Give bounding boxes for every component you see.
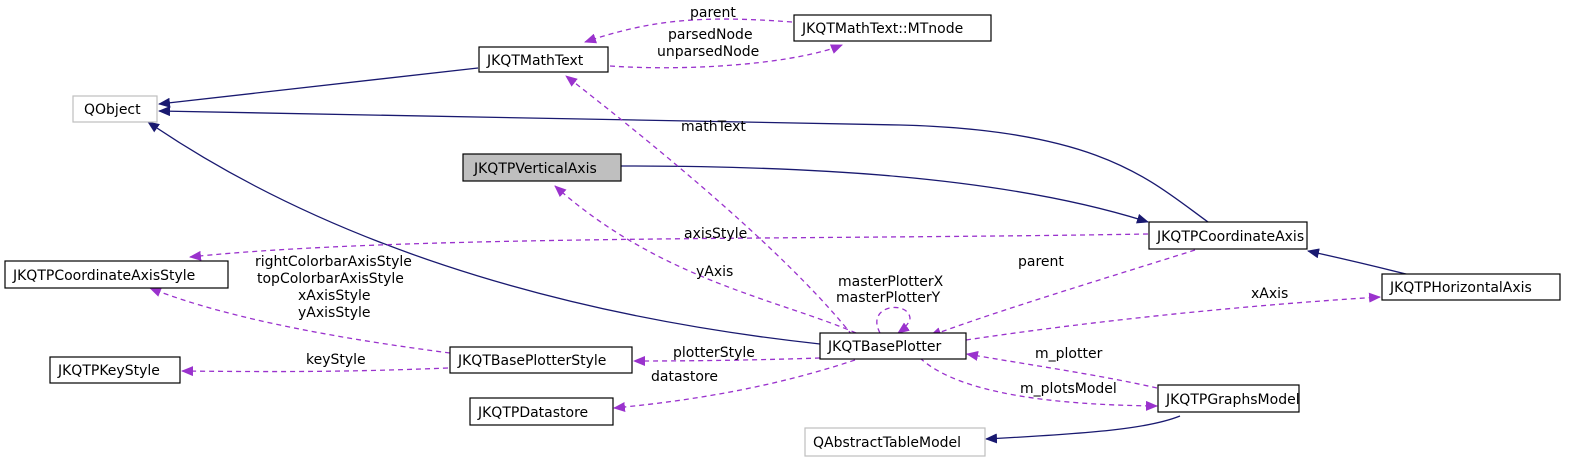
node-jkqtbaseplotter[interactable]: JKQTBasePlotter: [819, 332, 967, 360]
label-yaxisstyle: yAxisStyle: [298, 305, 371, 321]
label-xaxisstyle: xAxisStyle: [298, 288, 371, 304]
label-parsednode: parsedNode: [668, 27, 753, 43]
node-qabstracttablemodel-label: QAbstractTableModel: [813, 435, 961, 451]
label-plotterstyle: plotterStyle: [673, 345, 755, 361]
label-unparsednode: unparsedNode: [657, 44, 759, 60]
edge-mathtext-to-qobject: [158, 67, 479, 108]
edge-baseplotter-mathtext: [565, 75, 853, 336]
label-mplotter: m_plotter: [1035, 346, 1103, 362]
edge-baseplotter-mplotsmodel-graphsmodel: [919, 357, 1158, 411]
edge-coordinateaxis-parent-baseplotter: [929, 249, 1196, 337]
edge-baseplotterstyle-coordinateaxisstyle: [149, 287, 451, 354]
node-jkqtmathtext-mtnode[interactable]: JKQTMathText::MTnode: [793, 14, 992, 42]
node-jkqtpgraphsmodel[interactable]: JKQTPGraphsModel: [1157, 384, 1300, 413]
edge-graphsmodel-to-abstracttablemodel: [985, 415, 1181, 444]
node-jkqtbaseplotter-label: JKQTBasePlotter: [827, 339, 941, 355]
label-axisstyle: axisStyle: [684, 226, 747, 242]
edge-coordinateaxis-axisstyle: [189, 233, 1149, 261]
usage-edges: [149, 18, 1381, 412]
label-mplotsmodel: m_plotsModel: [1020, 381, 1117, 397]
node-qabstracttablemodel[interactable]: QAbstractTableModel: [804, 427, 986, 457]
node-jkqtphorizontalaxis[interactable]: JKQTPHorizontalAxis: [1381, 273, 1561, 301]
node-jkqtmathtext-mtnode-label: JKQTMathText::MTnode: [801, 21, 963, 37]
label-yaxis: yAxis: [696, 264, 733, 280]
label-xaxis: xAxis: [1251, 286, 1288, 302]
node-jkqtpcoordinateaxisstyle-label: JKQTPCoordinateAxisStyle: [12, 268, 195, 284]
node-jkqtpdatastore[interactable]: JKQTPDatastore: [469, 397, 614, 426]
edge-coordinateaxis-to-verticalaxis: [620, 165, 1149, 224]
label-parent-mid: parent: [1018, 254, 1064, 270]
node-jkqtmathtext[interactable]: JKQTMathText: [478, 46, 609, 73]
label-topcolorbaraxisstyle: topColorbarAxisStyle: [257, 271, 404, 287]
edge-baseplotter-verticalaxis: [554, 185, 857, 334]
node-jkqtpcoordinateaxis[interactable]: JKQTPCoordinateAxis: [1148, 221, 1308, 250]
node-jkqtpverticalaxis-label: JKQTPVerticalAxis: [473, 161, 597, 177]
node-jkqtpkeystyle[interactable]: JKQTPKeyStyle: [49, 356, 181, 384]
edge-baseplotter-to-qobject: [147, 121, 821, 345]
edge-baseplotter-self: [876, 306, 911, 334]
edge-baseplotter-datastore: [613, 359, 856, 412]
label-rightcolorbaraxisstyle: rightColorbarAxisStyle: [255, 254, 412, 270]
node-jkqtpdatastore-label: JKQTPDatastore: [477, 405, 588, 421]
edge-labels: parent parsedNode unparsedNode mathText …: [255, 5, 1288, 397]
edge-horizontalaxis-to-coordinateaxis: [1307, 248, 1411, 276]
node-qobject-label: QObject: [84, 102, 141, 118]
edge-baseplotter-plotterstyle: [633, 355, 821, 366]
label-masterplottery: masterPlotterY: [836, 290, 941, 306]
node-jkqtpgraphsmodel-label: JKQTPGraphsModel: [1165, 392, 1300, 408]
node-jkqtphorizontalaxis-label: JKQTPHorizontalAxis: [1389, 280, 1532, 296]
label-parent-top: parent: [690, 5, 736, 21]
node-jkqtpkeystyle-label: JKQTPKeyStyle: [57, 363, 160, 379]
label-masterplotterx: masterPlotterX: [838, 274, 944, 290]
node-jkqtpcoordinateaxis-label: JKQTPCoordinateAxis: [1156, 229, 1304, 245]
node-jkqtmathtext-label: JKQTMathText: [486, 53, 584, 69]
node-jkqtbaseplotterstyle[interactable]: JKQTBasePlotterStyle: [449, 346, 633, 374]
edge-baseplotterstyle-keystyle: [181, 366, 449, 377]
edge-baseplotter-xaxis-horizontalaxis: [965, 292, 1381, 341]
node-jkqtpverticalaxis[interactable]: JKQTPVerticalAxis: [462, 153, 622, 182]
edge-graphsmodel-mplotter-baseplotter: [966, 350, 1158, 389]
node-jkqtpcoordinateaxisstyle[interactable]: JKQTPCoordinateAxisStyle: [4, 260, 229, 289]
label-mathtext: mathText: [681, 119, 746, 135]
edge-mtnode-parent-mathtext: [584, 18, 793, 44]
node-qobject[interactable]: QObject: [72, 95, 158, 123]
label-datastore: datastore: [651, 369, 718, 385]
label-keystyle: keyStyle: [306, 352, 366, 368]
node-jkqtbaseplotterstyle-label: JKQTBasePlotterStyle: [457, 353, 606, 369]
